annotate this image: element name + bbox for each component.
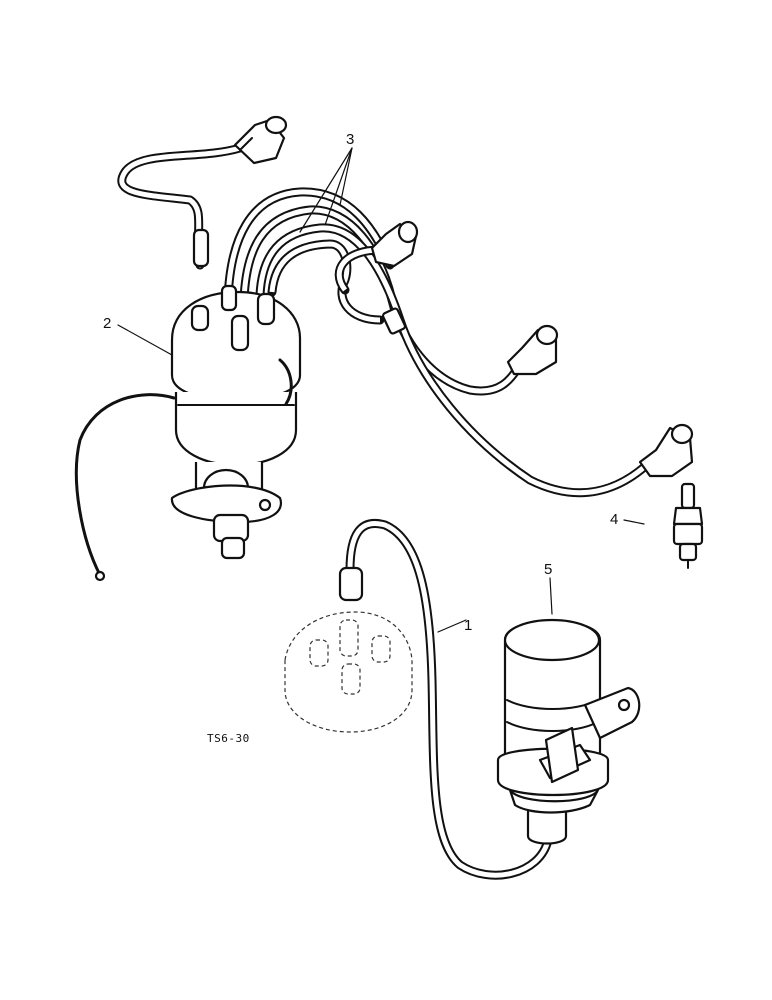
spark-plug-leads xyxy=(117,115,694,498)
plug-boot-lower-right xyxy=(638,423,694,478)
plug-boot-middle-right xyxy=(506,324,559,376)
distributor xyxy=(74,228,302,582)
coil-high-tension-lead xyxy=(338,519,568,880)
callout-3: 3 xyxy=(346,131,354,148)
callout-1: 1 xyxy=(464,617,472,634)
callouts: 2 3 4 5 1 xyxy=(103,131,645,634)
callout-4: 4 xyxy=(610,511,618,528)
callout-2: 2 xyxy=(103,315,111,332)
spark-plug xyxy=(672,482,704,569)
plug-boot-top xyxy=(233,115,288,165)
plug-boot-upper-right xyxy=(370,220,419,268)
callout-5: 5 xyxy=(544,561,552,578)
ignition-coil xyxy=(496,618,641,814)
figure-id: TS6-30 xyxy=(207,732,250,745)
distributor-cap-phantom xyxy=(284,611,413,733)
